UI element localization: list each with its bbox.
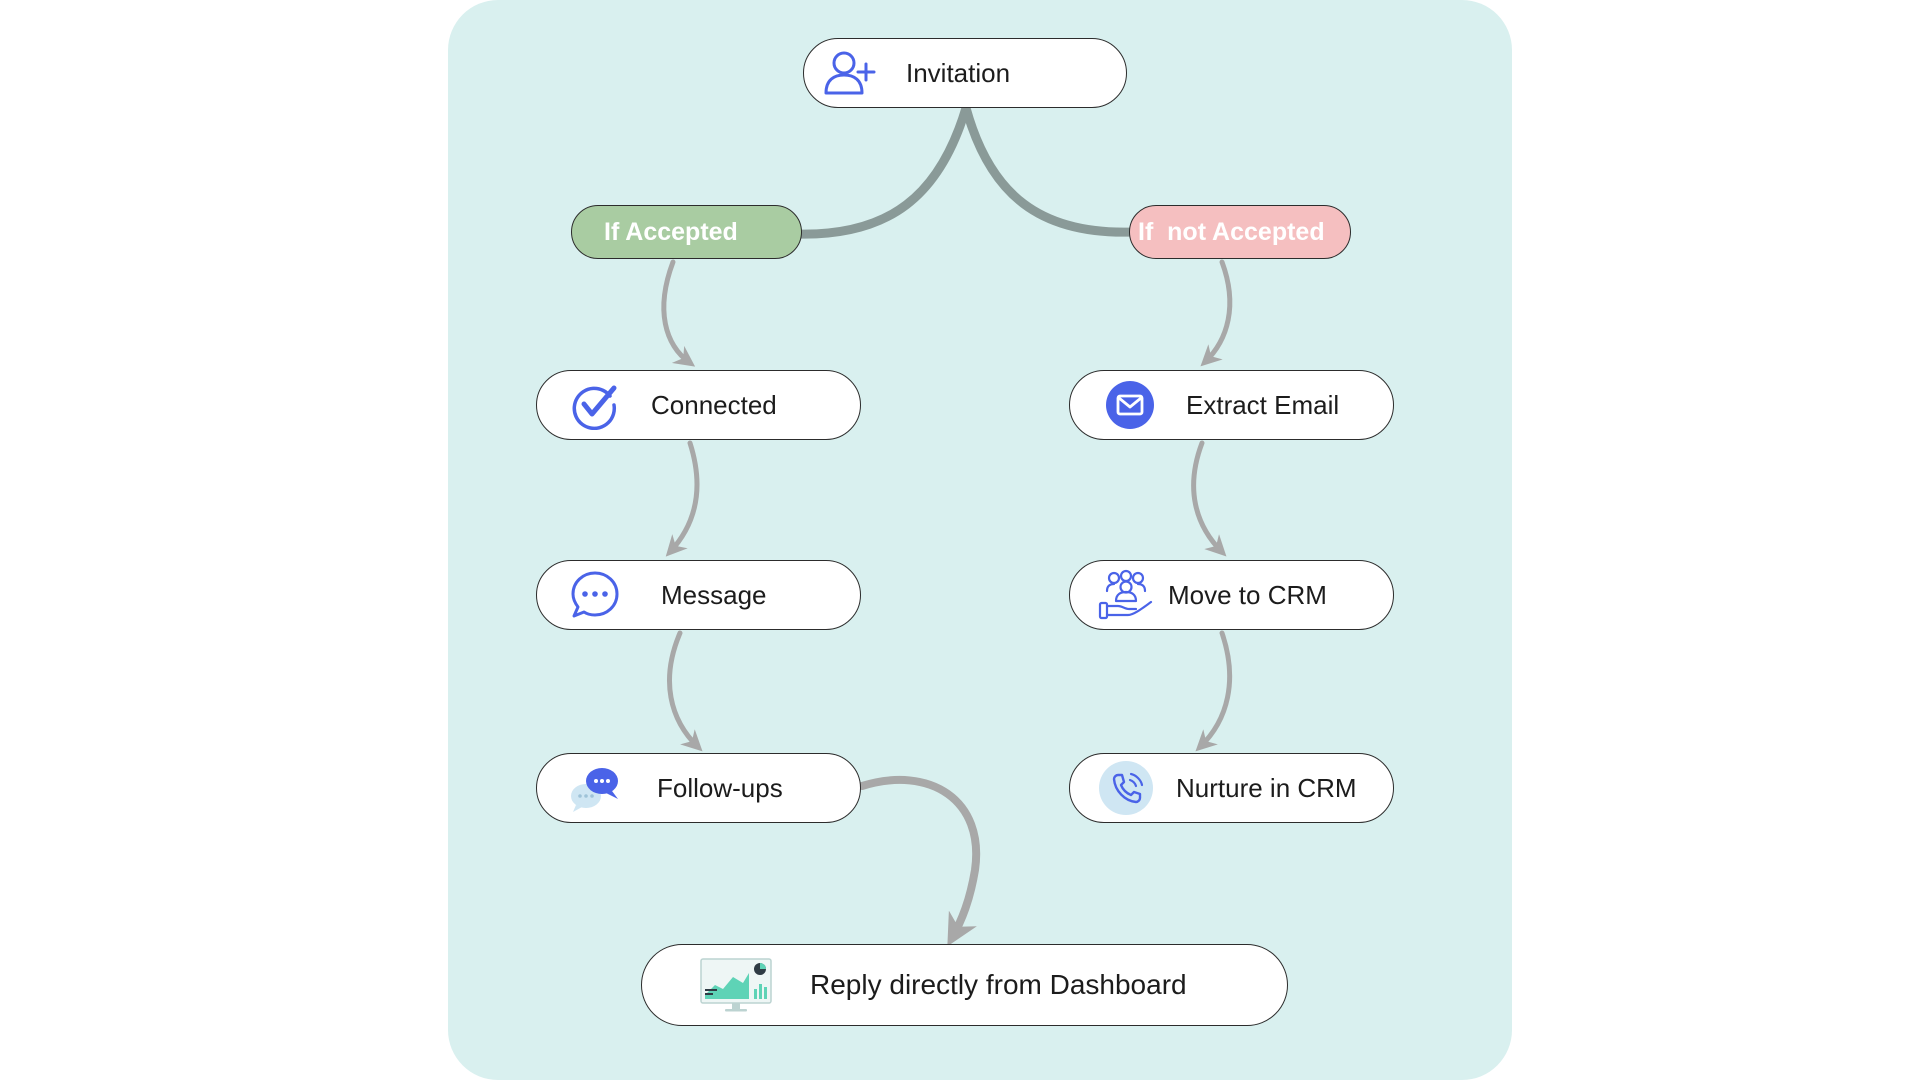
extract-email-node[interactable]: Extract Email — [1069, 370, 1394, 440]
if-not-accepted-label: If not Accepted — [1138, 217, 1325, 246]
envelope-icon — [1102, 377, 1158, 433]
message-label: Message — [661, 579, 767, 610]
move-to-crm-node[interactable]: Move to CRM — [1069, 560, 1394, 630]
if-accepted-pill: If Accepted — [571, 205, 802, 259]
invitation-node[interactable]: Invitation — [803, 38, 1127, 108]
check-circle-icon — [567, 377, 623, 433]
chat-bubbles-icon — [567, 760, 623, 816]
connected-label: Connected — [651, 389, 777, 420]
diagram-panel — [448, 0, 1512, 1080]
nurture-in-crm-label: Nurture in CRM — [1176, 772, 1357, 803]
extract-email-label: Extract Email — [1186, 389, 1340, 420]
phone-call-icon — [1098, 760, 1154, 816]
add-user-icon — [822, 45, 878, 101]
move-to-crm-label: Move to CRM — [1168, 579, 1327, 610]
connected-node[interactable]: Connected — [536, 370, 861, 440]
if-not-accepted-pill: If not Accepted — [1129, 205, 1351, 259]
message-node[interactable]: Message — [536, 560, 861, 630]
followups-node[interactable]: Follow-ups — [536, 753, 861, 823]
dashboard-monitor-icon — [698, 955, 774, 1015]
reply-dashboard-node[interactable]: Reply directly from Dashboard — [641, 944, 1288, 1026]
nurture-in-crm-node[interactable]: Nurture in CRM — [1069, 753, 1394, 823]
if-accepted-label: If Accepted — [604, 217, 738, 246]
team-hand-icon — [1098, 567, 1154, 623]
reply-dashboard-label: Reply directly from Dashboard — [810, 969, 1187, 1000]
chat-bubble-icon — [567, 567, 623, 623]
invitation-label: Invitation — [906, 57, 1011, 88]
followups-label: Follow-ups — [657, 772, 783, 803]
